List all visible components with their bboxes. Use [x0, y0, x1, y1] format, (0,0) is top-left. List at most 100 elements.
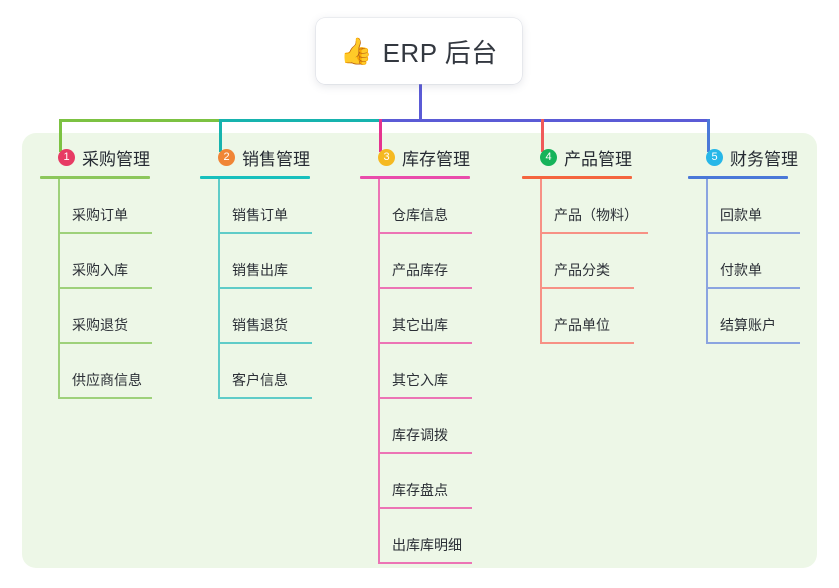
branch-leaf-list: 采购订单采购入库采购退货供应商信息 — [40, 179, 190, 399]
leaf-item-label: 采购入库 — [72, 262, 128, 278]
leaf-item-label: 其它入库 — [392, 372, 448, 388]
leaf-item-label: 采购退货 — [72, 317, 128, 333]
leaf-underline — [378, 562, 472, 564]
leaf-item-label: 其它出库 — [392, 317, 448, 333]
leaf-item-label: 采购订单 — [72, 207, 128, 223]
leaf-underline — [58, 232, 152, 234]
root-node-content: 👍 ERP 后台 — [340, 33, 498, 70]
leaf-item-label: 产品分类 — [554, 262, 610, 278]
leaf-item[interactable]: 采购入库 — [40, 234, 190, 289]
branch-index-badge: 3 — [378, 148, 395, 166]
leaf-item-label: 销售出库 — [232, 262, 288, 278]
leaf-underline — [378, 287, 472, 289]
leaf-item[interactable]: 其它入库 — [360, 344, 510, 399]
leaf-item-label: 产品单位 — [554, 317, 610, 333]
leaf-item[interactable]: 销售订单 — [200, 179, 350, 234]
branch-header-2[interactable]: 2 销售管理 — [200, 144, 350, 170]
leaf-item-label: 仓库信息 — [392, 207, 448, 223]
leaf-underline — [706, 287, 800, 289]
branch-title: 财务管理 — [730, 149, 798, 169]
leaf-item-label: 产品库存 — [392, 262, 448, 278]
leaf-item[interactable]: 付款单 — [688, 234, 828, 289]
branch-underline — [522, 176, 632, 179]
branch-trunk-line — [378, 179, 380, 564]
leaf-underline — [218, 287, 312, 289]
leaf-item-label: 库存盘点 — [392, 482, 448, 498]
branch-index-badge: 5 — [706, 148, 723, 166]
branch-header-4[interactable]: 4 产品管理 — [522, 144, 672, 170]
branch-leaf-list: 销售订单销售出库销售退货客户信息 — [200, 179, 350, 399]
leaf-underline — [218, 342, 312, 344]
leaf-item[interactable]: 供应商信息 — [40, 344, 190, 399]
leaf-item[interactable]: 库存调拨 — [360, 399, 510, 454]
branch-title: 库存管理 — [402, 149, 470, 169]
leaf-underline — [706, 342, 800, 344]
leaf-item[interactable]: 产品库存 — [360, 234, 510, 289]
branch-leaf-list: 回款单付款单结算账户 — [688, 179, 828, 344]
bus-segment-2 — [219, 119, 382, 122]
leaf-item-label: 销售订单 — [232, 207, 288, 223]
branch-underline — [360, 176, 470, 179]
root-node-title: ERP 后台 — [382, 37, 498, 68]
branch-header-3[interactable]: 3 库存管理 — [360, 144, 510, 170]
leaf-item-label: 结算账户 — [720, 317, 776, 333]
leaf-underline — [378, 397, 472, 399]
branch-underline — [688, 176, 788, 179]
branch-trunk-line — [540, 179, 542, 344]
leaf-underline — [378, 452, 472, 454]
bus-segment-1 — [59, 119, 222, 122]
leaf-item[interactable]: 产品（物料） — [522, 179, 672, 234]
branch-index-badge: 1 — [58, 148, 75, 166]
leaf-item-label: 客户信息 — [232, 372, 288, 388]
root-stem-line — [419, 84, 422, 122]
leaf-item-label: 库存调拨 — [392, 427, 448, 443]
mindmap-panel — [22, 133, 817, 568]
branch-title: 产品管理 — [564, 149, 632, 169]
leaf-underline — [378, 507, 472, 509]
root-node-card[interactable]: 👍 ERP 后台 — [316, 18, 522, 84]
branch-underline — [40, 176, 150, 179]
leaf-item[interactable]: 销售出库 — [200, 234, 350, 289]
branch-title: 销售管理 — [242, 149, 310, 169]
leaf-item-label: 付款单 — [720, 262, 762, 278]
branch-column-2: 2 销售管理销售订单销售出库销售退货客户信息 — [200, 144, 350, 399]
leaf-item[interactable]: 客户信息 — [200, 344, 350, 399]
leaf-item[interactable]: 其它出库 — [360, 289, 510, 344]
branch-column-5: 5 财务管理回款单付款单结算账户 — [688, 144, 828, 344]
leaf-underline — [58, 287, 152, 289]
branch-index-badge: 4 — [540, 148, 557, 166]
leaf-item[interactable]: 产品分类 — [522, 234, 672, 289]
leaf-item[interactable]: 产品单位 — [522, 289, 672, 344]
branch-leaf-list: 产品（物料） 产品分类产品单位 — [522, 179, 672, 344]
leaf-item[interactable]: 仓库信息 — [360, 179, 510, 234]
leaf-item[interactable]: 出库库明细 — [360, 509, 510, 564]
leaf-underline — [218, 232, 312, 234]
leaf-item[interactable]: 采购订单 — [40, 179, 190, 234]
branch-trunk-line — [218, 179, 220, 399]
leaf-underline — [706, 232, 800, 234]
branch-column-3: 3 库存管理仓库信息产品库存其它出库其它入库库存调拨库存盘点出库库明细 — [360, 144, 510, 564]
leaf-item[interactable]: 采购退货 — [40, 289, 190, 344]
leaf-underline — [58, 397, 152, 399]
leaf-item[interactable]: 回款单 — [688, 179, 828, 234]
branch-index-badge: 2 — [218, 148, 235, 166]
leaf-item-label: 产品（物料） — [554, 207, 638, 223]
leaf-underline — [540, 232, 648, 234]
branch-trunk-line — [706, 179, 708, 344]
branch-trunk-line — [58, 179, 60, 399]
leaf-underline — [540, 342, 634, 344]
leaf-underline — [218, 397, 312, 399]
branch-header-5[interactable]: 5 财务管理 — [688, 144, 828, 170]
leaf-item-label: 供应商信息 — [72, 372, 142, 388]
leaf-item[interactable]: 库存盘点 — [360, 454, 510, 509]
leaf-item[interactable]: 销售退货 — [200, 289, 350, 344]
branch-column-4: 4 产品管理产品（物料） 产品分类产品单位 — [522, 144, 672, 344]
leaf-underline — [58, 342, 152, 344]
leaf-underline — [540, 287, 634, 289]
bus-segment-3 — [379, 119, 710, 122]
leaf-item[interactable]: 结算账户 — [688, 289, 828, 344]
leaf-underline — [378, 232, 472, 234]
